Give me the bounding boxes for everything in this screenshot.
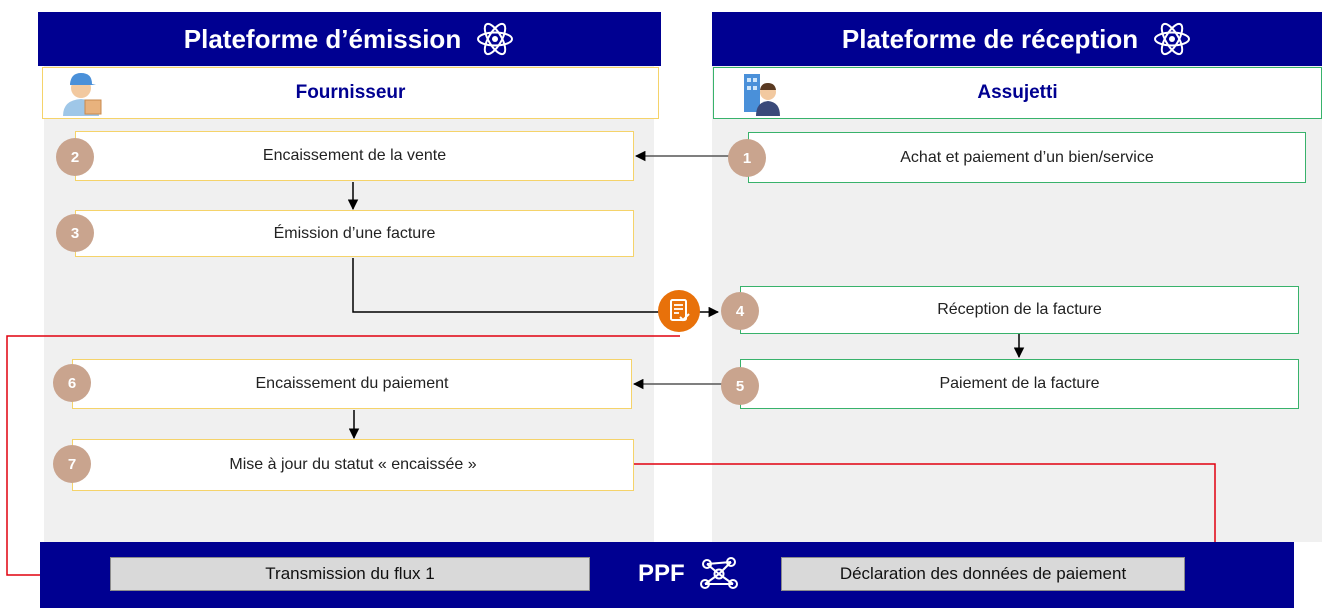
step-label-6: Encaissement du paiement: [255, 375, 449, 392]
document-check-icon: [658, 290, 700, 332]
step-badge-1: 1: [728, 139, 766, 177]
step-label-1: Achat et paiement d’un bien/service: [900, 148, 1154, 166]
emission-header: Plateforme d’émission: [38, 12, 661, 66]
step-badge-6: 6: [53, 364, 91, 402]
taxpayer-label: Assujetti: [977, 82, 1058, 103]
reception-header: Plateforme de réception: [712, 12, 1322, 66]
step-box-5: Paiement de la facture: [740, 359, 1299, 409]
step-badge-2: 2: [56, 138, 94, 176]
delivery-person-icon: [63, 73, 102, 116]
supplier-label: Fournisseur: [295, 82, 406, 103]
step-label-7: Mise à jour du statut « encaissée »: [229, 456, 477, 473]
step-box-7: Mise à jour du statut « encaissée »: [72, 439, 634, 491]
payment-declaration-label: Déclaration des données de paiement: [839, 564, 1127, 583]
office-worker-icon: [744, 74, 780, 116]
atom-icon: [1154, 22, 1191, 56]
payment-declaration-box: Déclaration des données de paiement: [781, 557, 1185, 591]
step-badge-4: 4: [721, 292, 759, 330]
step-box-1: Achat et paiement d’un bien/service: [748, 132, 1306, 183]
step-badge-3: 3: [56, 214, 94, 252]
step-badge-7: 7: [53, 445, 91, 483]
ppf-title: PPF: [638, 556, 743, 592]
taxpayer-row: Assujetti: [713, 67, 1322, 119]
reception-title: Plateforme de réception: [841, 23, 1139, 54]
step-box-6: Encaissement du paiement: [72, 359, 632, 409]
emission-title: Plateforme d’émission: [183, 23, 462, 54]
supplier-row: Fournisseur: [42, 67, 659, 119]
step-label-3: Émission d’une facture: [273, 224, 436, 242]
atom-icon: [477, 22, 514, 56]
step-label-2: Encaissement de la vente: [262, 147, 447, 164]
arrow-3-to-4: [352, 258, 720, 318]
step-box-2: Encaissement de la vente: [75, 131, 634, 181]
flux-transmission-box: Transmission du flux 1: [110, 557, 590, 591]
step-box-3: Émission d’une facture: [75, 210, 634, 257]
ppf-label: PPF: [638, 560, 685, 587]
step-badge-5: 5: [721, 367, 759, 405]
step-label-5: Paiement de la facture: [939, 375, 1100, 392]
step-box-4: Réception de la facture: [740, 286, 1299, 334]
step-label-4: Réception de la facture: [937, 301, 1102, 318]
network-icon: [699, 557, 738, 589]
flux-transmission-label: Transmission du flux 1: [265, 564, 435, 583]
